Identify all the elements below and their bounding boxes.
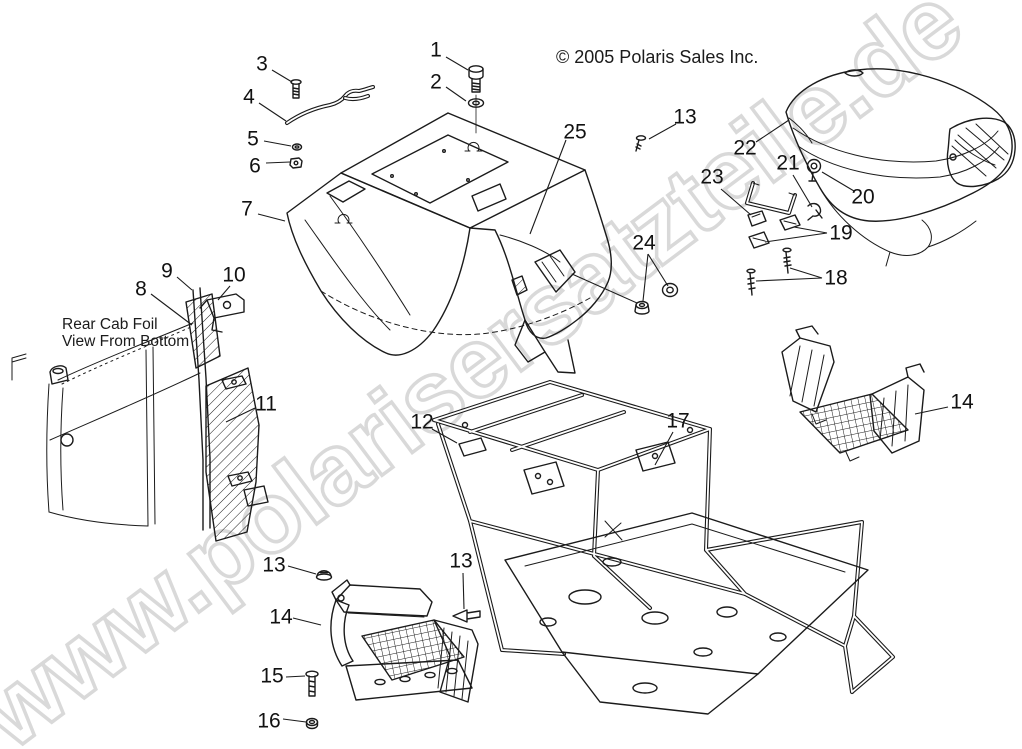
- leader-line-14: [914, 406, 949, 415]
- callout-number-4: 4: [243, 86, 255, 109]
- washer-and-nut: [571, 273, 679, 315]
- leader-line-15: [285, 675, 306, 678]
- rivet-icon: [452, 609, 481, 623]
- leader-line-4: [258, 102, 287, 122]
- bolt-icon: [290, 79, 302, 99]
- leader-line-18: [789, 267, 823, 279]
- nut-icon: [305, 717, 319, 730]
- callout-number-2: 2: [430, 71, 442, 94]
- support-rod: [285, 85, 375, 125]
- cab-decal: [471, 183, 507, 212]
- seat-grab-handle: [946, 117, 1016, 188]
- callout-number-6: 6: [249, 155, 261, 178]
- leader-line-11: [225, 407, 256, 423]
- leader-line-10: [217, 285, 231, 301]
- leader-line-20: [821, 171, 855, 192]
- clip-icon: [748, 214, 801, 249]
- leader-line-9: [176, 276, 193, 291]
- seat-bracket: [745, 181, 797, 227]
- leader-line-24: [647, 253, 669, 287]
- rear-cab-body: [286, 112, 612, 374]
- leader-line-21: [792, 174, 813, 208]
- callout-number-10: 10: [222, 264, 245, 287]
- callout-number-14: 14: [950, 391, 974, 414]
- leader-line-18: [755, 277, 823, 282]
- callout-number-13: 13: [262, 554, 285, 577]
- foil-bracket: [199, 293, 245, 333]
- leader-line-3: [271, 69, 293, 83]
- callout-number-20: 20: [851, 186, 874, 209]
- leader-line-25: [529, 139, 567, 235]
- main-frame: [432, 380, 895, 715]
- push-nut-icon: [315, 570, 333, 581]
- callout-number-21: 21: [776, 152, 799, 175]
- bumper-icon: [806, 158, 822, 182]
- leader-line-6: [265, 161, 291, 164]
- detail-view-caption-line1: Rear Cab Foil: [62, 316, 158, 333]
- washer-icon: [291, 143, 303, 151]
- hook-mark-icon: [464, 141, 483, 152]
- detail-view-caption-line2: View From Bottom: [62, 333, 189, 350]
- callout-number-23: 23: [700, 166, 723, 189]
- leader-line-5: [263, 140, 292, 147]
- callout-number-15: 15: [260, 665, 283, 688]
- callout-number-5: 5: [247, 128, 259, 151]
- callout-number-7: 7: [241, 198, 253, 221]
- callout-number-3: 3: [256, 53, 268, 76]
- leader-line-13: [462, 572, 465, 610]
- nut-icon: [289, 157, 303, 169]
- screw-icon: [746, 247, 792, 296]
- leader-line-12: [431, 428, 458, 444]
- callout-number-12: 12: [410, 411, 433, 434]
- seat: [785, 68, 1016, 267]
- line-art-layer: [11, 65, 1016, 730]
- copyright-text: © 2005 Polaris Sales Inc.: [556, 47, 758, 67]
- bolt-icon: [305, 670, 319, 697]
- callout-number-25: 25: [563, 121, 586, 144]
- frame-decal: [458, 437, 487, 457]
- callout-number-18: 18: [824, 267, 847, 290]
- callout-number-9: 9: [161, 260, 173, 283]
- foil-detail-view: [11, 287, 269, 542]
- leader-line-19: [764, 232, 828, 243]
- callout-number-14: 14: [269, 606, 293, 629]
- leader-line-23: [720, 188, 752, 216]
- screw-icon: [635, 135, 647, 152]
- callout-number-1: 1: [430, 39, 442, 62]
- leader-line-7: [257, 213, 286, 222]
- callout-number-24: 24: [632, 232, 656, 255]
- callout-number-19: 19: [829, 222, 852, 245]
- bolt-icon: [468, 65, 484, 134]
- callout-number-16: 16: [257, 710, 280, 733]
- leader-line-1: [445, 56, 469, 71]
- footwell-right: [781, 325, 925, 462]
- leader-line-13: [287, 565, 317, 575]
- callout-number-22: 22: [733, 137, 756, 160]
- watermark-text: www.polarisersatzteile.de: [0, 0, 983, 749]
- leader-line-24: [642, 253, 649, 302]
- washer-icon: [467, 98, 485, 108]
- leader-line-14: [292, 617, 322, 626]
- callout-number-11: 11: [255, 393, 277, 416]
- callout-number-17: 17: [666, 410, 689, 433]
- leader-line-13: [648, 123, 677, 140]
- leader-line-17: [654, 431, 674, 466]
- leader-line-19: [793, 226, 828, 234]
- footwell-left: [330, 579, 479, 703]
- leader-line-2: [445, 86, 467, 102]
- leader-line-22: [755, 119, 790, 143]
- callout-number-8: 8: [135, 278, 147, 301]
- callout-number-13: 13: [673, 106, 696, 129]
- hook-mark-icon: [334, 213, 353, 224]
- leader-line-16: [282, 718, 307, 723]
- leader-line-8: [150, 293, 193, 326]
- callout-number-13: 13: [449, 550, 472, 573]
- clip-icon: [807, 202, 823, 221]
